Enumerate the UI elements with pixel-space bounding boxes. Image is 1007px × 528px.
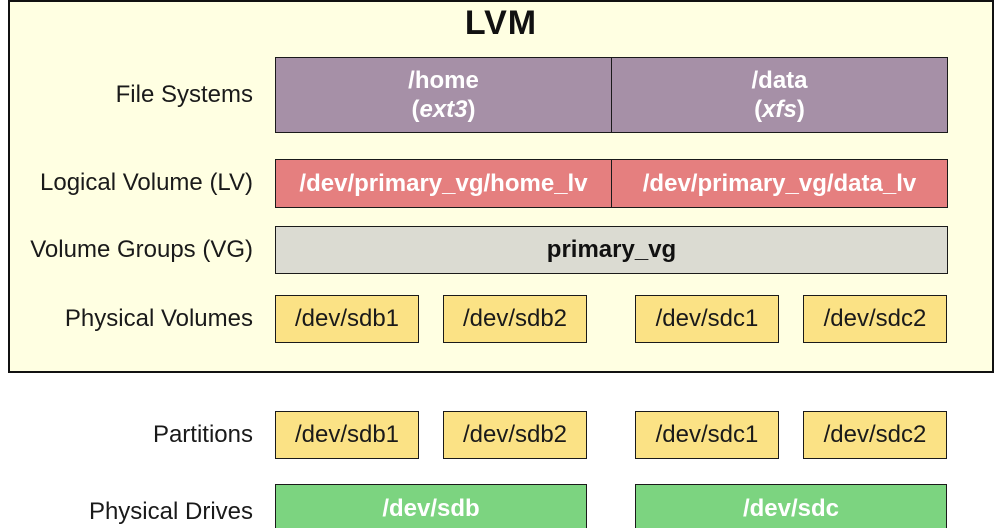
filesystem-box-home: /home (ext3) [275, 57, 612, 133]
paren-open: ( [754, 96, 763, 123]
physical-drive-box-sdb: /dev/sdb [275, 484, 587, 528]
logical-volume-box-home-lv: /dev/primary_vg/home_lv [275, 159, 612, 208]
paren-close: ) [467, 96, 476, 123]
filesystem-box-data: /data (xfs) [611, 57, 948, 133]
label-partitions: Partitions [152, 421, 253, 448]
filesystem-type: (ext3) [411, 95, 475, 124]
physical-drive-box-sdc: /dev/sdc [635, 484, 947, 528]
physical-volume-box-sdc2: /dev/sdc2 [803, 295, 947, 343]
paren-open: ( [411, 96, 420, 123]
label-file-systems: File Systems [115, 81, 253, 108]
filesystem-type: (xfs) [754, 95, 805, 124]
partition-box-sdb2: /dev/sdb2 [443, 411, 587, 459]
label-physical-volumes: Physical Volumes [64, 305, 253, 332]
volume-group-box-primary-vg: primary_vg [275, 226, 948, 274]
paren-close: ) [796, 96, 805, 123]
filesystem-mount: /data [751, 67, 808, 94]
partition-box-sdc2: /dev/sdc2 [803, 411, 947, 459]
label-volume-groups: Volume Groups (VG) [30, 236, 253, 263]
diagram-title: LVM [464, 4, 538, 42]
label-logical-volume: Logical Volume (LV) [40, 169, 253, 196]
label-physical-drives: Physical Drives [88, 498, 253, 525]
partition-box-sdc1: /dev/sdc1 [635, 411, 779, 459]
fs-type-name: ext3 [419, 96, 468, 123]
filesystem-mount: /home [408, 67, 479, 94]
physical-volume-box-sdc1: /dev/sdc1 [635, 295, 779, 343]
fs-type-name: xfs [762, 96, 797, 123]
logical-volume-box-data-lv: /dev/primary_vg/data_lv [611, 159, 948, 208]
physical-volume-box-sdb2: /dev/sdb2 [443, 295, 587, 343]
partition-box-sdb1: /dev/sdb1 [275, 411, 419, 459]
physical-volume-box-sdb1: /dev/sdb1 [275, 295, 419, 343]
